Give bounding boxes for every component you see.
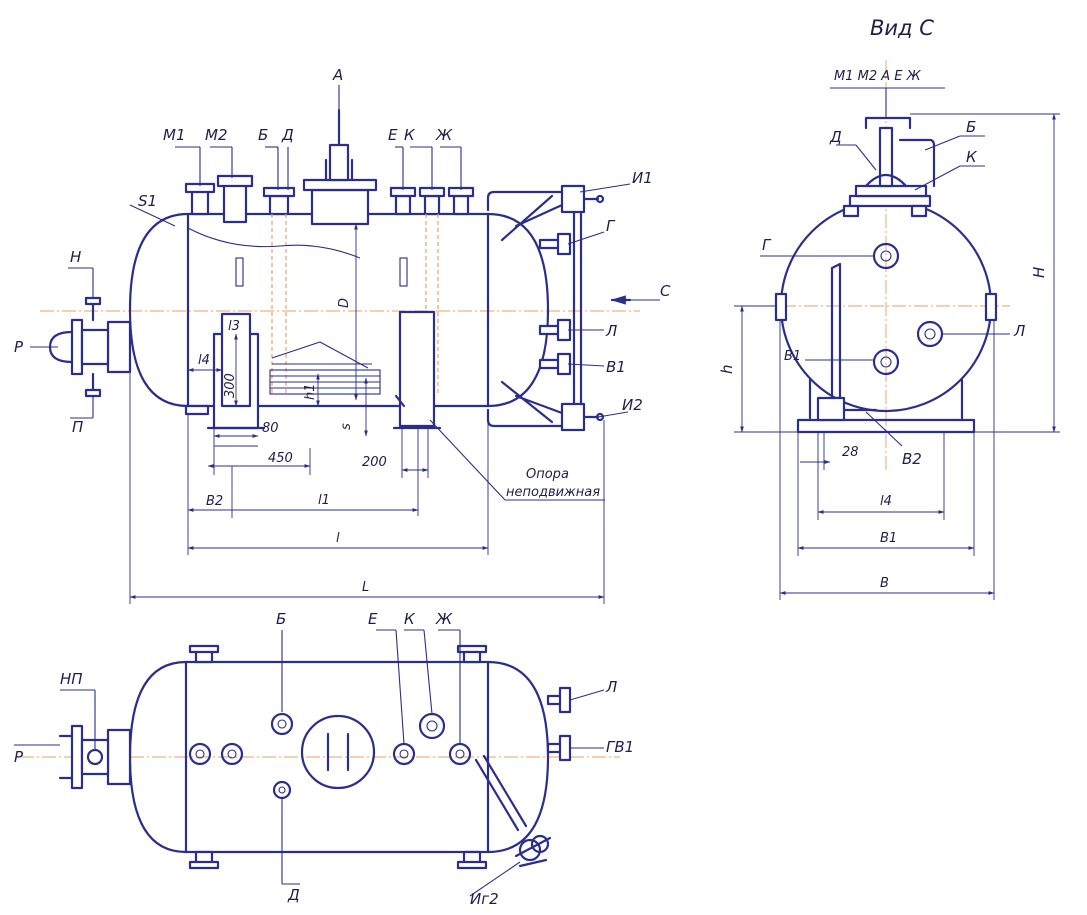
side-label-d: Д [829,128,842,146]
label-arrow-c: С [660,282,671,300]
label-i1: И1 [632,169,653,187]
label-m1: М1 [163,126,186,144]
dim-300: 300 [223,373,238,398]
plan-label-l: Л [605,678,617,696]
label-p: П [72,418,83,436]
plan-label-np: НП [60,670,83,688]
label-m2: М2 [205,126,228,144]
label-v2: В2 [206,494,223,509]
side-label-v1: В1 [784,349,801,364]
side-label-g: Г [762,236,772,254]
label-k: К [404,126,416,144]
plan-label-d: Д [287,886,300,904]
side-dim-B: B [880,576,889,591]
dim-l3: l3 [228,319,240,334]
dim-450: 450 [268,451,293,466]
dim-L: L [362,580,369,595]
top-nozzles [184,108,475,226]
dim-D: D [337,298,352,308]
plan-view: Б Е К Ж НП Р Л ГВ1 Д Иг2 [14,610,634,908]
right-piping [486,184,605,432]
label-l: Л [605,322,617,340]
side-label-k: К [966,148,978,166]
dim-200: 200 [362,455,387,470]
label-s1: S1 [138,192,157,210]
dim-s: s [339,423,354,430]
dim-80: 80 [262,421,279,436]
support-label-2: неподвижная [506,485,600,500]
plan-label-k: К [404,610,416,628]
label-n: Н [70,248,81,266]
plan-label-e: Е [368,610,378,628]
label-b: Б [258,126,268,144]
side-dim-H: H [1030,267,1048,278]
view-c-title: Вид С [870,16,934,40]
side-label-b: Б [966,118,976,136]
plan-nozzles [188,712,472,800]
side-dim-l4: l4 [880,494,892,509]
plan-label-gv1: ГВ1 [606,738,634,756]
dim-l: l [336,531,340,546]
front-dimensions [129,223,605,604]
side-top-labels: М1 М2 А Е Ж [834,69,922,84]
side-label-v2: В2 [902,450,922,468]
dim-l4: l4 [198,353,210,368]
plan-label-b: Б [276,610,286,628]
side-dim-B1: B1 [880,531,897,546]
label-d: Д [281,126,294,144]
label-g: Г [606,217,616,235]
side-dim-h: h [718,364,736,374]
label-v1: В1 [606,358,626,376]
label-i2: И2 [622,396,643,414]
side-label-l: Л [1013,322,1025,340]
label-r: Р [14,338,24,356]
dim-h1: h1 [303,383,318,400]
label-e: Е [388,126,398,144]
front-elevation: М1 М2 Б Д А Е К Ж И1 Г Л В1 И2 Н Р П S1 … [14,66,671,604]
side-dim-28: 28 [842,445,859,460]
label-zh: Ж [435,126,453,144]
front-leaders [30,85,660,501]
label-a: А [332,66,343,84]
plan-label-zh: Ж [435,610,453,628]
side-view-c: М1 М2 А Е Ж Д Б К Г Л В1 В2 h H 28 l4 B1… [718,60,1060,600]
dim-l1: l1 [318,493,330,508]
support-label-1: Опора [526,467,569,482]
vessel-shell [128,212,550,408]
plan-label-r: Р [14,748,24,766]
plan-label-ig: Иг2 [470,890,499,908]
